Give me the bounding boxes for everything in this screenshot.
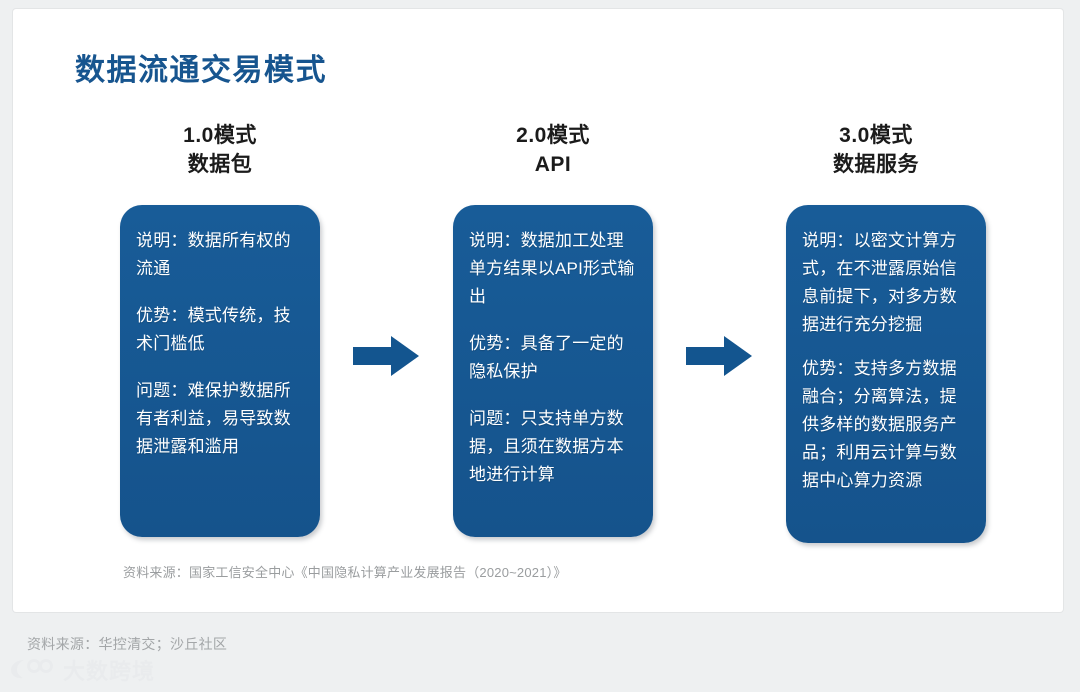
slide-source-note: 资料来源：国家工信安全中心《中国隐私计算产业发展报告（2020~2021）》 <box>123 565 567 580</box>
column-header-3: 3.0模式 数据服务 <box>761 121 991 179</box>
mode-card-1: 说明：数据所有权的流通 优势：模式传统，技术门槛低 问题：难保护数据所有者利益，… <box>120 205 320 537</box>
watermark-label: 大数跨境 <box>63 658 156 684</box>
column-header-2: 2.0模式 API <box>438 121 668 179</box>
watermark: 大数跨境 <box>8 657 155 686</box>
column-1-heading: 1.0模式 数据包 <box>105 121 335 179</box>
column-3-heading: 3.0模式 数据服务 <box>761 121 991 179</box>
column-1-heading-line1: 1.0模式 <box>183 124 257 147</box>
arrow-right-icon-2 <box>686 336 752 376</box>
card-3-advantage: 优势：支持多方数据融合；分离算法，提供多样的数据服务产品；利用云计算与数据中心算… <box>802 359 957 490</box>
card-1-advantage: 优势：模式传统，技术门槛低 <box>136 306 291 353</box>
footer-source-note: 资料来源：华控清交；沙丘社区 <box>27 636 228 652</box>
card-2-description: 说明：数据加工处理单方结果以API形式输出 <box>469 231 635 306</box>
column-3-heading-line2: 数据服务 <box>833 153 919 176</box>
mode-card-3: 说明：以密文计算方式，在不泄露原始信息前提下，对多方数据进行充分挖掘 优势：支持… <box>786 205 986 543</box>
column-2-heading-line2: API <box>534 153 572 176</box>
column-3-heading-line1: 3.0模式 <box>839 124 913 147</box>
column-header-1: 1.0模式 数据包 <box>105 121 335 179</box>
dashukuajing-logo-icon <box>8 657 56 686</box>
arrow-right-icon-1 <box>353 336 419 376</box>
page-title: 数据流通交易模式 <box>75 54 327 87</box>
column-2-heading: 2.0模式 API <box>438 121 668 179</box>
mode-card-2: 说明：数据加工处理单方结果以API形式输出 优势：具备了一定的隐私保护 问题：只… <box>453 205 653 537</box>
card-2-advantage: 优势：具备了一定的隐私保护 <box>469 334 624 381</box>
card-2-problem: 问题：只支持单方数据，且须在数据方本地进行计算 <box>469 409 624 484</box>
card-1-description: 说明：数据所有权的流通 <box>136 231 291 278</box>
card-1-problem: 问题：难保护数据所有者利益，易导致数据泄露和滥用 <box>136 381 291 456</box>
column-1-heading-line2: 数据包 <box>187 153 253 176</box>
slide-canvas: 数据流通交易模式 1.0模式 数据包 2.0模式 API 3.0模式 数据服务 … <box>13 9 1063 612</box>
card-3-description: 说明：以密文计算方式，在不泄露原始信息前提下，对多方数据进行充分挖掘 <box>802 231 957 334</box>
column-2-heading-line1: 2.0模式 <box>516 124 590 147</box>
